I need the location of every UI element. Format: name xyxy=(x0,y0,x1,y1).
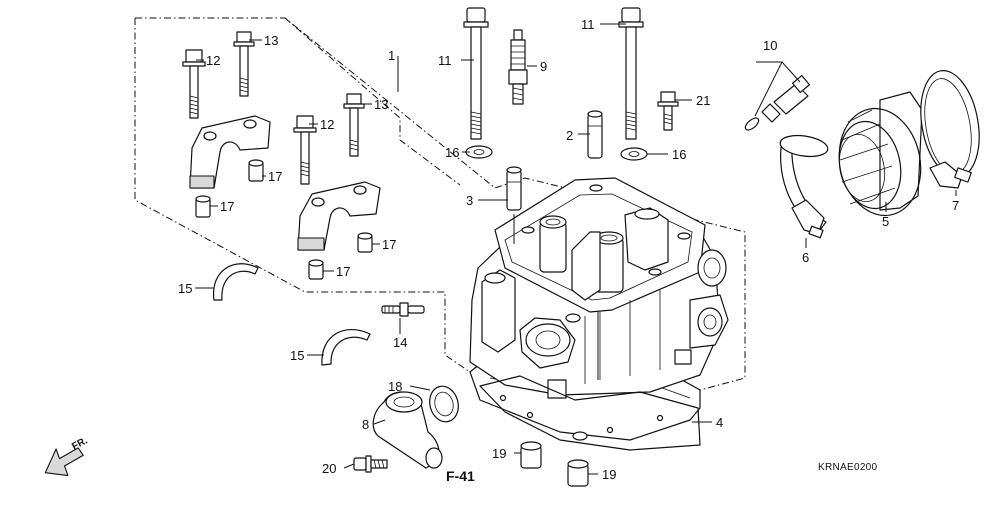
bolt-12-upper xyxy=(182,49,206,119)
dowel-pin-17c xyxy=(357,232,373,253)
assembly-outline-inner xyxy=(284,17,461,186)
callout-11-right: 11 xyxy=(581,17,595,32)
valve-guide-3 xyxy=(506,166,522,211)
callout-15-lower: 15 xyxy=(290,348,304,363)
front-direction-label: FR. xyxy=(70,435,90,452)
insulator-5 xyxy=(838,91,923,217)
diagram-reference-code: KRNAE0200 xyxy=(818,462,878,473)
dowel-pin-17b xyxy=(195,195,211,218)
insulator-band-6 xyxy=(779,134,829,239)
spark-plug-9 xyxy=(508,29,528,105)
o-ring-18 xyxy=(429,385,459,423)
bolt-11-left xyxy=(463,7,489,140)
callout-labels: 1 2 3 4 5 6 7 8 9 10 11 11 12 12 13 13 1… xyxy=(178,17,959,482)
callout-17-d: 17 xyxy=(336,264,350,279)
callout-16-left: 16 xyxy=(445,145,459,160)
section-reference-f41: F-41 xyxy=(446,468,475,484)
callout-17-a: 17 xyxy=(268,169,282,184)
callout-9: 9 xyxy=(540,59,547,74)
callout-4: 4 xyxy=(716,415,723,430)
callout-18: 18 xyxy=(388,379,402,394)
bolt-21 xyxy=(657,91,679,131)
semicircular-plug-15-lower xyxy=(321,329,371,366)
callout-1: 1 xyxy=(388,48,395,63)
dowel-pin-17d xyxy=(308,259,324,280)
callout-16-right: 16 xyxy=(672,147,686,162)
valve-guide-2 xyxy=(587,110,603,159)
gasket-4 xyxy=(479,375,701,451)
callout-19-right: 19 xyxy=(602,467,616,482)
callout-19-left: 19 xyxy=(492,446,506,461)
bolt-12-lower xyxy=(293,115,317,185)
bolt-20 xyxy=(353,455,388,473)
callout-13-lower: 13 xyxy=(374,97,388,112)
callout-12-lower: 12 xyxy=(320,117,334,132)
callout-15-upper: 15 xyxy=(178,281,192,296)
callout-21: 21 xyxy=(696,93,710,108)
water-joint-8 xyxy=(372,391,443,469)
semicircular-plug-15-upper xyxy=(213,263,259,301)
dowel-pin-19-right xyxy=(567,459,589,487)
washer-16-right xyxy=(620,147,648,161)
callout-17-c: 17 xyxy=(382,237,396,252)
callout-7: 7 xyxy=(952,198,959,213)
callout-5: 5 xyxy=(882,214,889,229)
callout-17-b: 17 xyxy=(220,199,234,214)
clamp-band-7 xyxy=(920,69,980,189)
dowel-pin-17a xyxy=(248,159,264,182)
callout-13-upper: 13 xyxy=(264,33,278,48)
leader-lines xyxy=(195,23,957,475)
camshaft-holder-lower xyxy=(297,181,381,251)
callout-2: 2 xyxy=(566,128,573,143)
callout-3: 3 xyxy=(466,193,473,208)
bolt-13-lower xyxy=(343,93,365,157)
callout-12-upper: 12 xyxy=(206,53,220,68)
assembly-outline-left xyxy=(134,18,471,373)
callout-11-left: 11 xyxy=(438,53,452,68)
stud-bolt-14 xyxy=(381,302,425,317)
callout-14: 14 xyxy=(393,335,407,350)
dowel-pin-19-left xyxy=(520,441,542,469)
callout-6: 6 xyxy=(802,250,809,265)
callout-10: 10 xyxy=(763,38,777,53)
callout-20: 20 xyxy=(322,461,336,476)
bolt-11-right xyxy=(618,7,644,140)
sensor-10 xyxy=(744,74,811,131)
cylinder-head xyxy=(469,177,729,441)
callout-8: 8 xyxy=(362,417,369,432)
camshaft-holder-upper xyxy=(189,115,271,189)
front-direction-arrow-icon xyxy=(44,447,84,477)
bolt-13-upper xyxy=(233,31,255,97)
